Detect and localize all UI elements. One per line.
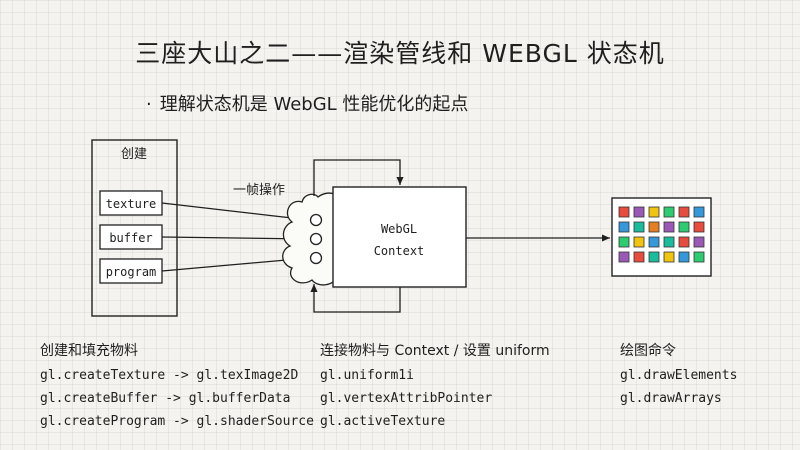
pixel-cell (693, 236, 705, 248)
pixel-cell (663, 251, 675, 263)
pixel-cell (678, 236, 690, 248)
create-label: 创建 (121, 147, 147, 162)
create-line: gl.createBuffer -> gl.bufferData (40, 391, 291, 406)
draw-line: gl.drawArrays (620, 391, 722, 406)
connect-line: gl.vertexAttribPointer (320, 391, 493, 406)
pixel-cell (678, 221, 690, 233)
slot-buffer (309, 232, 323, 246)
connect-column: 连接物料与 Context / 设置 uniform gl.uniform1i … (320, 340, 550, 433)
pixel-cell (678, 251, 690, 263)
pixel-cell (633, 251, 645, 263)
create-column: 创建和填充物料 gl.createTexture -> gl.texImage2… (40, 340, 314, 433)
pixel-cell (663, 206, 675, 218)
subtitle-bullet: · (146, 94, 152, 115)
create-box (91, 139, 178, 317)
pixel-cell (618, 206, 630, 218)
subtitle: · 理解状态机是 WebGL 性能优化的起点 (146, 90, 468, 116)
pixel-cell (648, 236, 660, 248)
slide-title: 三座大山之二——渲染管线和 WEBGL 状态机 (135, 39, 665, 68)
pixel-cell (678, 206, 690, 218)
webgl-context-box (332, 186, 467, 288)
pixel-cell (648, 206, 660, 218)
pixel-cell (663, 236, 675, 248)
create-heading: 创建和填充物料 (40, 343, 138, 359)
draw-heading: 绘图命令 (620, 343, 676, 359)
texture-box (99, 190, 163, 216)
create-line: gl.createTexture -> gl.texImage2D (40, 368, 299, 383)
framebuffer-grid (618, 206, 705, 263)
pixel-cell (633, 206, 645, 218)
pixel-cell (618, 236, 630, 248)
connect-heading: 连接物料与 Context / 设置 uniform (320, 343, 550, 359)
loop-top-arrow (313, 159, 404, 196)
program-label: program (106, 265, 157, 279)
buffer-label: buffer (109, 231, 152, 245)
pixel-cell (633, 221, 645, 233)
pixel-cell (693, 206, 705, 218)
subtitle-text: 理解状态机是 WebGL 性能优化的起点 (159, 94, 469, 115)
pixel-cell (648, 251, 660, 263)
slot-texture (309, 213, 323, 227)
pixel-cell (693, 251, 705, 263)
texture-arrow (161, 202, 310, 223)
context-line1: WebGL (381, 222, 417, 236)
context-line2: Context (374, 244, 425, 258)
pixel-cell (618, 251, 630, 263)
draw-column: 绘图命令 gl.drawElements gl.drawArrays (620, 340, 737, 410)
connect-line: gl.uniform1i (320, 368, 414, 383)
draw-line: gl.drawElements (620, 368, 738, 383)
pixel-cell (663, 221, 675, 233)
texture-label: texture (106, 197, 157, 211)
loop-bottom-arrow (310, 284, 401, 313)
frame-label: 一帧操作 (233, 182, 285, 198)
program-box (99, 258, 163, 284)
pixel-cell (633, 236, 645, 248)
create-line: gl.createProgram -> gl.shaderSource (40, 414, 314, 429)
pixel-cell (693, 221, 705, 233)
pixel-cell (618, 221, 630, 233)
connect-line: gl.activeTexture (320, 414, 446, 429)
slot-program (309, 251, 323, 265)
pixel-cell (648, 221, 660, 233)
